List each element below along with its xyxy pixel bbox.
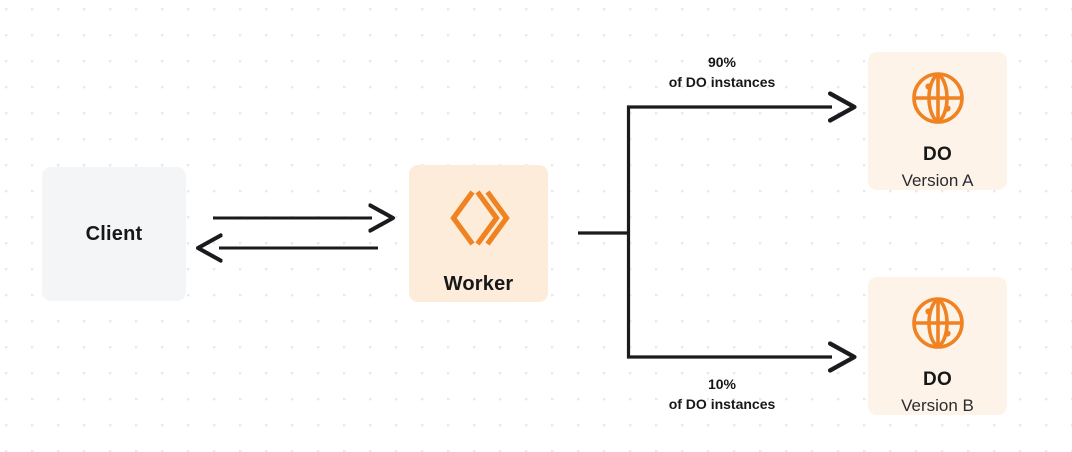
node-do-version-b[interactable]: DO Version B	[868, 277, 1007, 415]
edge-label-do-a-percent: 90%	[707, 54, 737, 70]
do-a-label: DO	[923, 144, 952, 165]
worker-label: Worker	[443, 273, 514, 295]
edge-label-do-b-percent: 10%	[707, 376, 737, 392]
do-a-sublabel: Version A	[901, 171, 974, 190]
edge-label-do-a: 90% of DO instances	[602, 52, 842, 93]
globe-icon	[908, 293, 968, 353]
node-client[interactable]: Client	[42, 167, 186, 301]
client-label: Client	[85, 222, 143, 245]
edge-label-do-b: 10% of DO instances	[602, 374, 842, 415]
do-b-sublabel: Version B	[901, 396, 974, 415]
edge-label-do-a-description: of DO instances	[668, 74, 776, 91]
edge-label-do-b-description: of DO instances	[668, 396, 776, 413]
do-b-label: DO	[923, 369, 952, 390]
node-worker[interactable]: Worker	[409, 165, 548, 302]
globe-icon	[908, 68, 968, 128]
node-do-version-a[interactable]: DO Version A	[868, 52, 1007, 190]
cloudflare-workers-chevron-icon	[446, 185, 512, 251]
